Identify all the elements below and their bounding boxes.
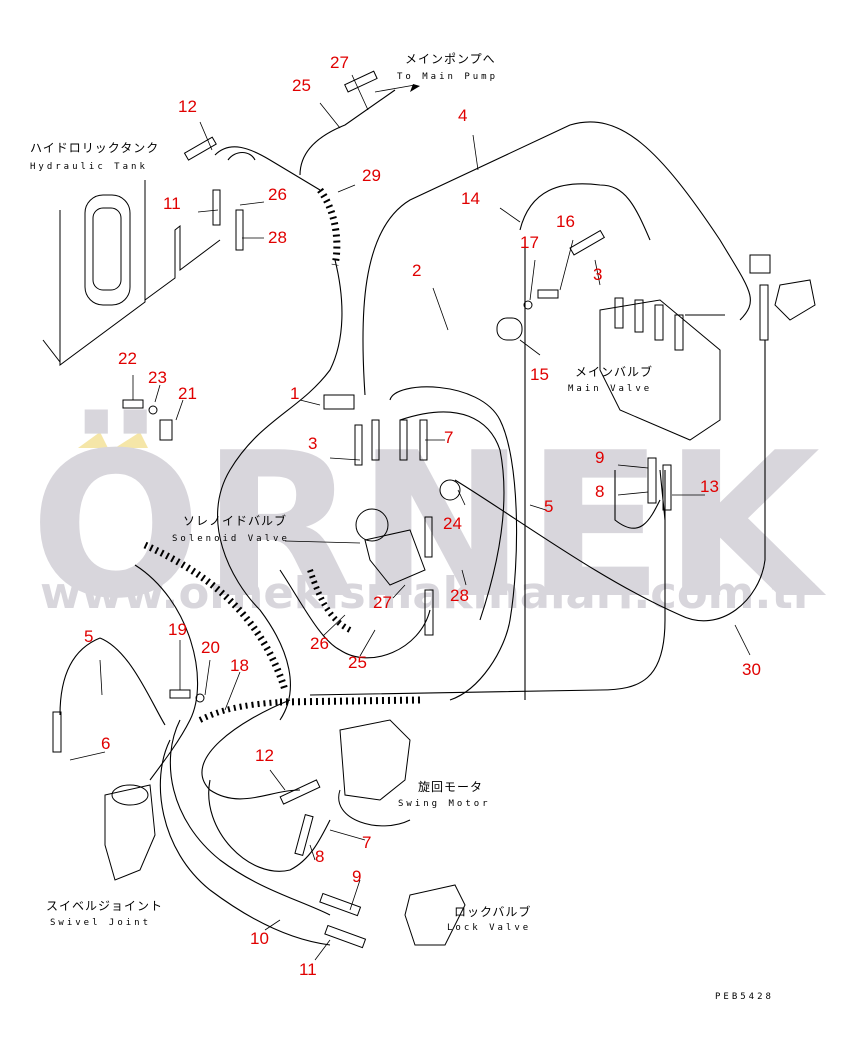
part-number: 22 xyxy=(118,349,137,368)
watermark-accent xyxy=(115,432,148,448)
hydraulic-tank xyxy=(42,180,221,366)
part-number: 29 xyxy=(362,166,381,185)
part-number: 17 xyxy=(520,233,539,252)
solenoid-label-jp: ソレノイドバルブ xyxy=(183,513,287,528)
swivel-label-en: Swivel Joint xyxy=(50,918,151,928)
drawing-code: PEB5428 xyxy=(715,992,774,1002)
part-number: 5 xyxy=(544,497,553,516)
part-number: 30 xyxy=(742,660,761,679)
part-number: 11 xyxy=(163,194,181,213)
part-number: 19 xyxy=(168,620,187,639)
leader-lines xyxy=(69,74,751,961)
part-number: 3 xyxy=(593,265,602,284)
watermark-url: www.ornekismakinalari.com.tr xyxy=(40,568,815,619)
part-number: 1 xyxy=(290,384,299,403)
part-number: 8 xyxy=(595,482,604,501)
part-number: 20 xyxy=(201,638,220,657)
part-number: 12 xyxy=(178,97,197,116)
lock-valve-label-en: Lock Valve xyxy=(447,923,531,933)
part-number: 23 xyxy=(148,368,167,387)
part-number: 25 xyxy=(348,653,367,672)
part-number: 26 xyxy=(268,185,287,204)
lock-valve-label-jp: ロックバルブ xyxy=(454,904,531,919)
part-number: 21 xyxy=(178,384,197,403)
part-number: 9 xyxy=(352,867,361,886)
tank-label-en: Hydraulic Tank xyxy=(30,162,148,172)
main-valve-label-jp: メインバルブ xyxy=(575,364,653,379)
part-number: 9 xyxy=(595,448,604,467)
part-number: 13 xyxy=(700,477,719,496)
part-number: 11 xyxy=(299,960,317,979)
part-number: 8 xyxy=(315,847,324,866)
part-number: 15 xyxy=(530,365,549,384)
swivel-label-jp: スイベルジョイント xyxy=(46,899,163,913)
swing-motor xyxy=(279,719,411,856)
part-number: 27 xyxy=(330,53,349,72)
part-number: 7 xyxy=(444,428,453,447)
lock-valve xyxy=(319,884,466,949)
part-number: 7 xyxy=(362,833,371,852)
part-number: 16 xyxy=(556,212,575,231)
watermark-brand: ÖRNEK xyxy=(30,409,827,643)
part-number: 24 xyxy=(443,514,462,533)
swing-motor-label-jp: 旋回モータ xyxy=(418,780,483,794)
spiral-guards xyxy=(143,187,421,723)
watermark-accent xyxy=(78,432,108,448)
part-number: 2 xyxy=(412,261,421,280)
main-valve-label-en: Main Valve xyxy=(568,384,652,394)
part-number: 3 xyxy=(308,434,317,453)
part-numbers: 27 25 12 4 29 14 11 26 16 28 17 3 2 15 2… xyxy=(84,53,761,979)
swivel-joint xyxy=(52,711,156,881)
part-number: 25 xyxy=(292,76,311,95)
hoses xyxy=(59,89,766,946)
component-labels: メインポンプへ To Main Pump ハイドロリックタンク Hydrauli… xyxy=(30,52,774,1002)
part-number: 12 xyxy=(255,746,274,765)
part-number: 4 xyxy=(458,106,467,125)
part-number: 5 xyxy=(84,627,93,646)
part-number: 28 xyxy=(450,586,469,605)
swing-motor-label-en: Swing Motor xyxy=(398,799,491,809)
watermark: ÖRNEK www.ornekismakinalari.com.tr xyxy=(30,409,827,643)
main-pump-label-en: To Main Pump xyxy=(397,72,498,82)
main-valve xyxy=(599,254,816,441)
part-number: 10 xyxy=(250,929,269,948)
part-number: 6 xyxy=(101,734,110,753)
part-number: 14 xyxy=(461,189,480,208)
part-number: 18 xyxy=(230,656,249,675)
part-number: 28 xyxy=(268,228,287,247)
solenoid-label-en: Solenoid Valve xyxy=(172,534,290,544)
part-number: 26 xyxy=(310,634,329,653)
part-number: 27 xyxy=(373,593,392,612)
small-parts xyxy=(122,70,672,703)
main-pump-label-jp: メインポンプへ xyxy=(405,52,496,66)
tank-label-jp: ハイドロリックタンク xyxy=(30,141,159,155)
